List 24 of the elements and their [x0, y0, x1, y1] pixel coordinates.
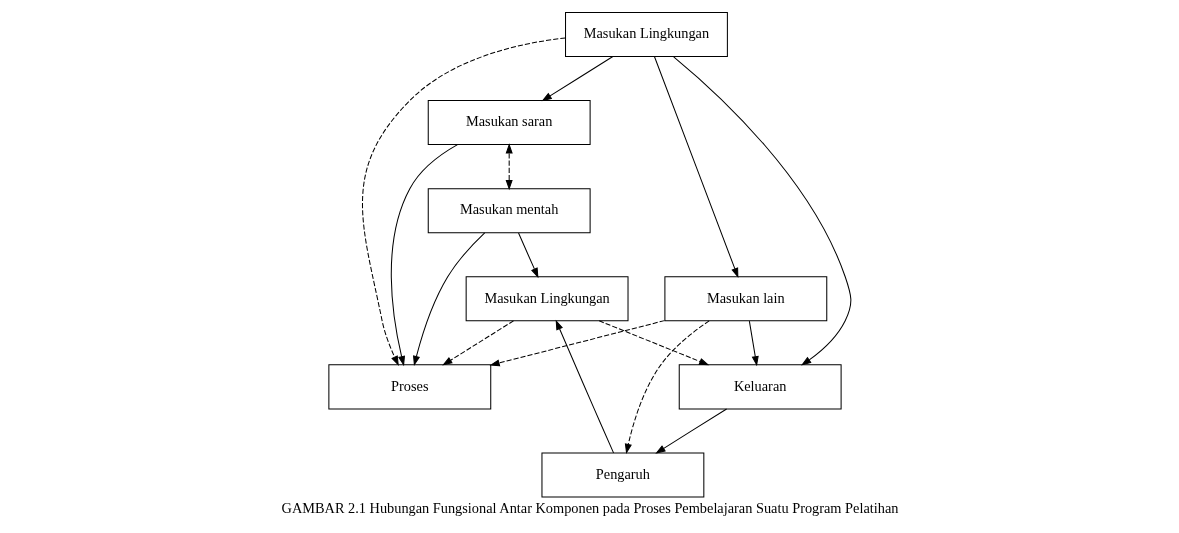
arrow	[441, 320, 514, 366]
arrow	[653, 56, 738, 279]
node-box: Keluaran	[678, 364, 842, 410]
arrow	[624, 320, 710, 455]
arrow	[541, 56, 613, 102]
arrow	[517, 232, 538, 279]
arrow	[390, 144, 458, 367]
arrow	[672, 56, 851, 366]
arrow	[361, 37, 566, 366]
arrow	[555, 319, 614, 454]
arrow	[488, 320, 665, 367]
node-box: Proses	[327, 364, 491, 410]
node-box: Masukan Lingkungan	[564, 11, 728, 57]
arrow	[654, 408, 727, 454]
arrow	[412, 232, 485, 367]
arrow	[748, 320, 759, 367]
arrow	[598, 320, 709, 366]
node-box: Masukan mentah	[427, 188, 591, 234]
caption: GAMBAR 2.1 Hubungan Fungsional Antar Komponen pada Proses Pembelajaran Suatu Program Pelatihan	[281, 499, 898, 516]
node-box: Masukan lain	[663, 276, 827, 322]
node-box: Masukan saran	[427, 100, 591, 146]
node-box: Pengaruh	[540, 452, 704, 498]
node-box: Masukan Lingkungan	[465, 276, 629, 322]
arrow	[505, 143, 513, 191]
